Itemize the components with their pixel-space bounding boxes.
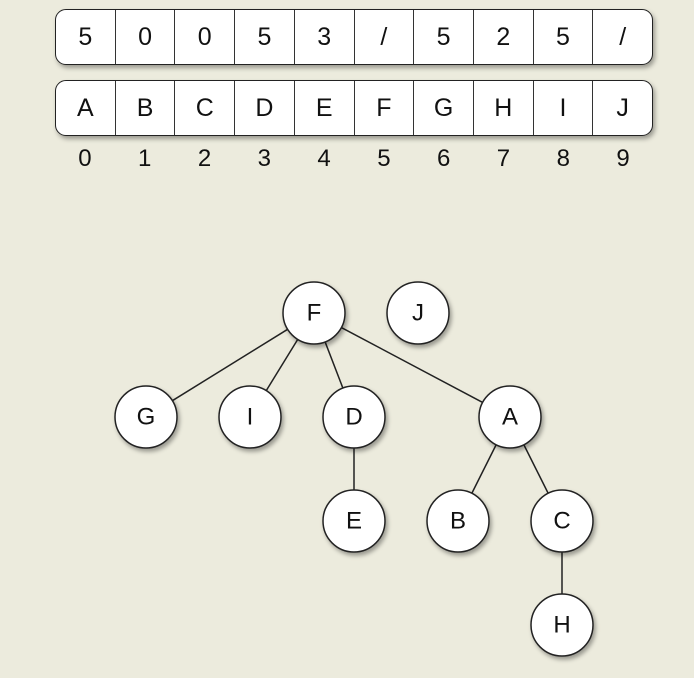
node-i: I (218, 385, 282, 449)
edge-f-d (324, 341, 344, 389)
parent-cell-7: 2 (474, 10, 534, 64)
parent-cell-1: 0 (116, 10, 176, 64)
index-label-9: 9 (616, 145, 630, 172)
node-circle-i (218, 385, 282, 449)
parent-cell-6: 5 (414, 10, 474, 64)
node-circle-f (282, 281, 346, 345)
node-circle-h (530, 593, 594, 657)
label-cell-1: B (116, 81, 176, 135)
parent-array: 5 0 0 5 3 / 5 2 5 / (55, 9, 653, 65)
node-a: A (478, 385, 542, 449)
node-label-j: J (412, 300, 424, 327)
index-label-6: 6 (437, 145, 451, 172)
node-circle-g (114, 385, 178, 449)
index-label-8: 8 (556, 145, 570, 172)
label-array: A B C D E F G H I J (55, 80, 653, 136)
edge-f-a (341, 326, 483, 404)
node-circle-j (386, 281, 450, 345)
parent-cell-9: / (619, 22, 627, 51)
node-label-h: H (553, 612, 570, 639)
edge-f-g (171, 328, 289, 402)
nodes-layer: F J G I D A E B C H (114, 281, 594, 657)
node-label-b: B (450, 508, 466, 535)
index-row: 0 1 2 3 4 5 6 7 8 9 (55, 145, 653, 177)
label-cell-5: F (355, 81, 415, 135)
index-label-0: 0 (78, 145, 92, 172)
parent-cell-0: 5 (56, 10, 116, 64)
node-label-i: I (247, 404, 254, 431)
node-circle-d (322, 385, 386, 449)
label-cell-9: J (616, 93, 629, 122)
node-e: E (322, 489, 386, 553)
label-cell-8: I (534, 81, 594, 135)
parent-cell-5: / (355, 10, 415, 64)
node-d: D (322, 385, 386, 449)
node-g: G (114, 385, 178, 449)
node-label-g: G (137, 404, 156, 431)
node-label-d: D (345, 404, 362, 431)
edge-a-b (471, 444, 497, 494)
node-circle-e (322, 489, 386, 553)
edge-a-c (523, 444, 549, 494)
node-circle-b (426, 489, 490, 553)
label-cell-2: C (175, 81, 236, 135)
node-h: H (530, 593, 594, 657)
index-label-3: 3 (257, 145, 271, 172)
index-label-1: 1 (138, 145, 152, 172)
node-c: C (530, 489, 594, 553)
index-label-7: 7 (496, 145, 511, 172)
index-label-4: 4 (317, 145, 331, 172)
index-label-5: 5 (377, 145, 391, 172)
node-label-a: A (502, 404, 518, 431)
node-label-f: F (307, 300, 322, 327)
edges-layer (171, 326, 563, 594)
parent-cell-4: 3 (295, 10, 355, 64)
label-cell-4: E (295, 81, 355, 135)
node-circle-c (530, 489, 594, 553)
index-label-2: 2 (197, 145, 212, 172)
node-circle-a (478, 385, 542, 449)
parent-cell-8: 5 (534, 10, 594, 64)
parent-cell-2: 0 (175, 10, 236, 64)
node-j: J (386, 281, 450, 345)
node-b: B (426, 489, 490, 553)
node-label-c: C (553, 508, 570, 535)
parent-cell-3: 5 (235, 10, 295, 64)
label-cell-6: G (414, 81, 474, 135)
label-cell-0: A (56, 81, 116, 135)
label-cell-7: H (474, 81, 534, 135)
label-cell-3: D (235, 81, 295, 135)
node-f: F (282, 281, 346, 345)
node-label-e: E (346, 508, 362, 535)
edge-f-i (265, 339, 299, 391)
